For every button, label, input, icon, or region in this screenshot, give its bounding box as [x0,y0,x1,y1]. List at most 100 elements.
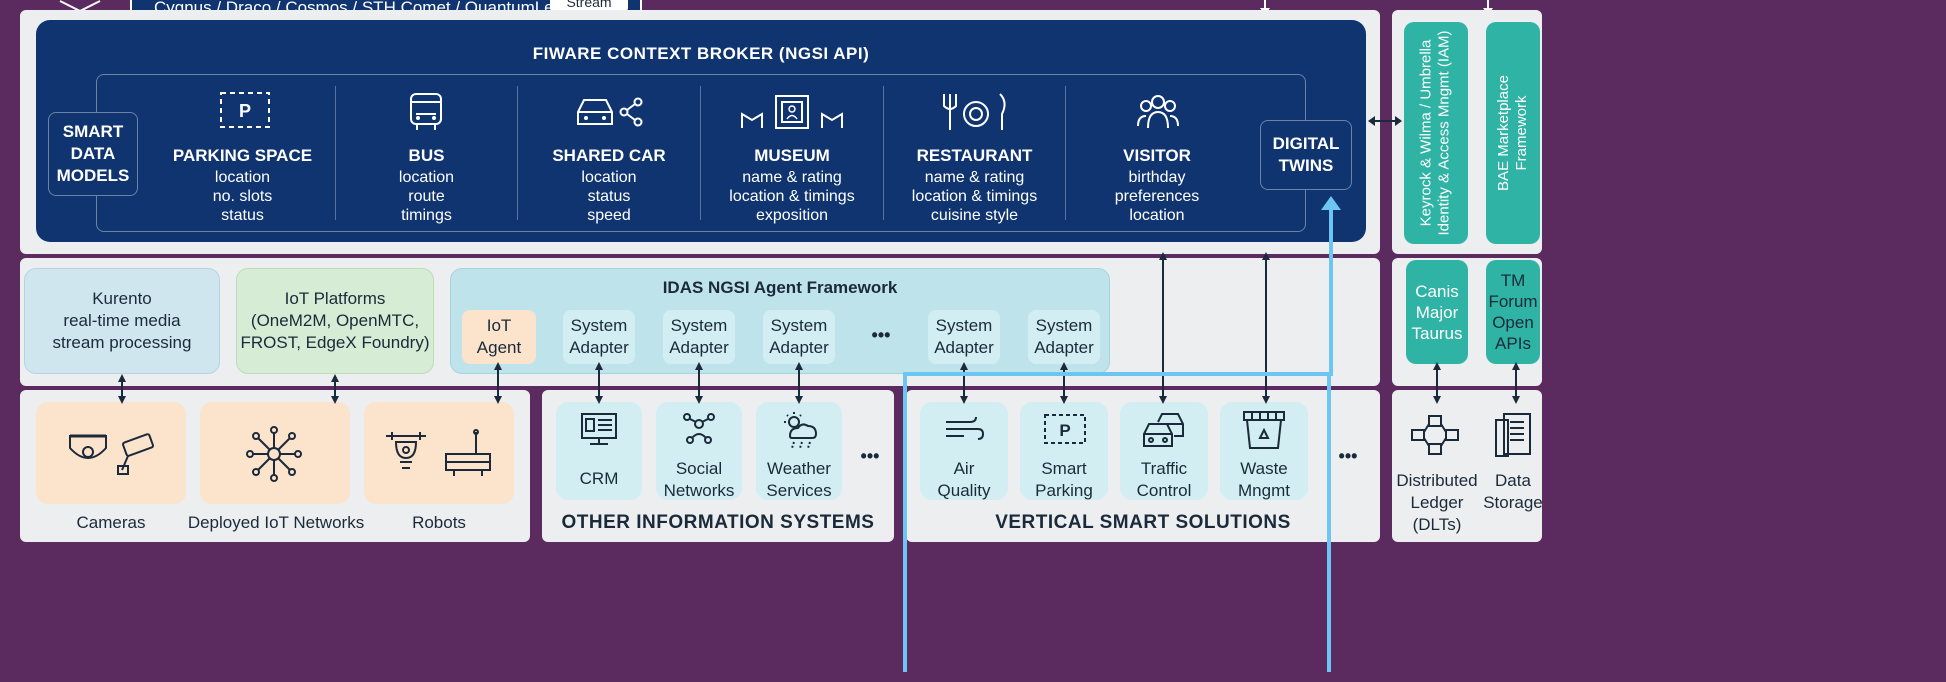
entity-attr: route [408,188,445,205]
entity-title: BUS [408,146,445,165]
visitor-icon [1136,92,1180,132]
entity-title: PARKING SPACE [172,146,313,165]
entity-title: SHARED CAR [552,146,666,165]
system-adapter-label: System Adapter [1034,316,1094,357]
iot-platforms-label: IoT Platforms (OneM2M, OpenMTC, FROST, E… [240,289,430,352]
iot-platforms-box: IoT Platforms (OneM2M, OpenMTC, FROST, E… [236,268,434,374]
entity-title: VISITOR [1123,146,1191,165]
system-adapter: System Adapter [663,310,735,364]
system-adapter: System Adapter [763,310,835,364]
system-adapter: System Adapter [1028,310,1100,364]
entity-restaurant: RESTAURANT name & rating location & timi… [884,146,1065,225]
tm-forum-box: TM Forum Open APIs [1486,260,1540,364]
air-quality-icon [944,414,985,444]
bus-icon [408,92,444,132]
tm-forum-label: TM Forum Open APIs [1488,271,1538,353]
entity-divider [517,86,518,220]
system-adapter: System Adapter [928,310,1000,364]
weather-icon [780,410,820,450]
waste-icon [1242,410,1286,450]
shared-car-icon [574,94,646,130]
crm-label: CRM [579,469,619,488]
entity-attr: location [398,169,455,186]
entity-museum: MUSEUM name & rating location & timings … [701,146,883,225]
entity-attr: no. slots [212,188,273,205]
entity-attr: status [221,207,264,224]
entity-attr: exposition [755,207,829,224]
entity-attr: speed [587,207,631,224]
entity-attr: location & timings [729,188,855,205]
kurento-label: Kurento real-time media stream processin… [52,289,192,352]
air-quality-label: Air Quality [937,459,991,500]
robots-icon [384,428,494,478]
iot-network-icon [244,424,304,484]
other-systems-title: OTHER INFORMATION SYSTEMS [561,512,875,533]
system-adapter-label: System Adapter [569,316,629,357]
entity-attr: preferences [1114,188,1200,205]
digital-twins: DIGITAL TWINS [1260,120,1352,190]
waste-tile [1220,402,1308,500]
digital-twins-label: DIGITAL TWINS [1272,134,1340,175]
keyrock-iam-box: Keyrock & Wilma / Umbrella Identity & Ac… [1404,22,1468,244]
ledger-storage-panel [1392,390,1542,542]
waste-label: Waste Mngmt [1238,459,1290,500]
broker-title: FIWARE CONTEXT BROKER (NGSI API) [532,44,870,63]
data-storage-icon [1494,412,1534,458]
iot-network-tile [200,402,350,504]
entity-attr: status [587,188,631,205]
smart-parking-tile [1020,402,1108,500]
restaurant-icon [940,92,1012,132]
robots-label: Robots [412,513,466,532]
kurento-box: Kurento real-time media stream processin… [24,268,220,374]
entity-divider [335,86,336,220]
social-networks-icon [682,412,716,446]
parking-icon: P [220,92,270,130]
digital-twins-highlight-arrow [1321,196,1341,376]
vertical-solutions-title: VERTICAL SMART SOLUTIONS [995,512,1291,533]
adapters-ellipsis: ••• [871,325,891,345]
entity-divider [883,86,884,220]
vertical-highlight-frame [903,372,1331,672]
entity-divider [1065,86,1066,220]
crm-tile [556,402,642,500]
iot-agent-box: IoT Agent [462,310,536,364]
entity-parking-space: PARKING SPACE location no. slots status [150,146,335,225]
smart-data-models-label: SMART DATA MODELS [56,122,130,185]
distributed-ledger-label: Distributed Ledger (DLTs) [1396,471,1478,534]
broker-iam-arrow [1368,114,1402,128]
system-adapter-label: System Adapter [769,316,829,357]
entity-shared-car: SHARED CAR location status speed [518,146,700,225]
iot-agent-label: IoT Agent [476,316,522,357]
other-ellipsis: ••• [860,446,880,466]
smart-data-models: SMART DATA MODELS [48,112,138,196]
canis-major-box: Canis Major Taurus [1406,260,1468,364]
crm-icon [580,412,618,446]
bae-marketplace-box: BAE Marketplace Framework [1486,22,1540,244]
entity-attr: location & timings [911,188,1038,205]
social-networks-tile [656,402,742,500]
system-adapter-label: System Adapter [934,316,994,357]
smart-parking-icon: P [1044,414,1086,446]
traffic-control-label: Traffic Control [1136,459,1192,500]
entity-attr: birthday [1128,169,1186,186]
entity-attr: location [214,169,271,186]
entity-attr: location [1129,207,1185,224]
traffic-control-tile [1120,402,1208,500]
entity-attr: timings [401,207,452,224]
weather-tile [756,402,842,500]
air-quality-tile [920,402,1008,500]
smart-parking-label: Smart Parking [1035,459,1093,500]
distributed-ledger-icon [1410,414,1460,456]
data-storage-label: Data Storage [1483,471,1543,512]
canis-major-label: Canis Major Taurus [1411,281,1463,343]
iot-network-label: Deployed IoT Networks [187,513,365,532]
idas-title: IDAS NGSI Agent Framework [662,278,898,297]
entity-attr: name & rating [742,169,842,186]
smart-parking-icon-letter: P [1059,421,1070,440]
system-adapter: System Adapter [563,310,635,364]
stream-button[interactable]: Stream [550,0,628,12]
cameras-label: Cameras [76,513,146,532]
entity-divider [700,86,701,220]
parking-icon-letter: P [239,101,251,121]
entity-attr: cuisine style [930,207,1019,224]
